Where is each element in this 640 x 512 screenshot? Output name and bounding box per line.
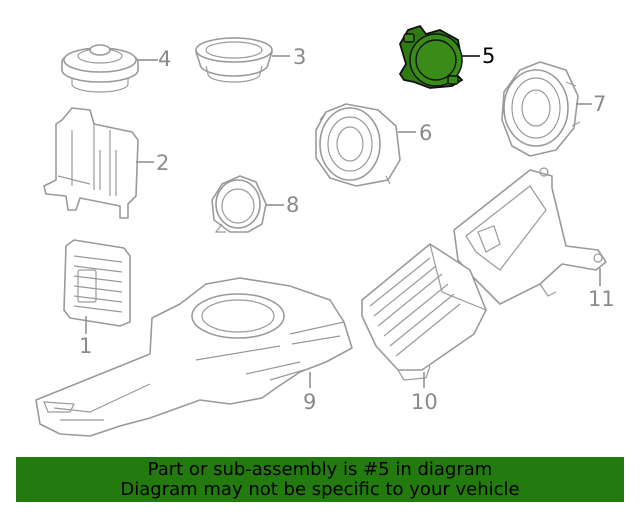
part-9-console-base[interactable] (35, 277, 353, 437)
part-1-amplifier[interactable] (63, 239, 131, 327)
callout-2[interactable]: 2 (156, 151, 169, 175)
part-8-tweeter[interactable] (211, 175, 267, 233)
callout-11[interactable]: 11 (588, 287, 615, 311)
part-3-speaker[interactable] (195, 37, 273, 83)
part-7-speaker[interactable] (501, 61, 581, 157)
part-10-amplifier[interactable] (361, 243, 487, 381)
part-6-speaker[interactable] (315, 103, 401, 187)
callout-8[interactable]: 8 (286, 193, 299, 217)
callout-5[interactable]: 5 (482, 44, 495, 68)
notice-line-1: Part or sub-assembly is #5 in diagram (147, 458, 493, 480)
part-11-bracket[interactable] (453, 167, 607, 305)
notice-line-2: Diagram may not be specific to your vehi… (120, 478, 520, 500)
callout-9[interactable]: 9 (303, 390, 316, 414)
callout-3[interactable]: 3 (293, 45, 306, 69)
callout-6[interactable]: 6 (419, 121, 432, 145)
callout-4[interactable]: 4 (158, 47, 171, 71)
notice-banner: Part or sub-assembly is #5 in diagram Di… (16, 457, 624, 502)
part-4-speaker[interactable] (61, 44, 139, 93)
part-2-module[interactable] (43, 107, 139, 219)
callout-7[interactable]: 7 (593, 92, 606, 116)
part-5-tweeter-highlighted[interactable] (398, 24, 464, 89)
callout-10[interactable]: 10 (411, 390, 438, 414)
callout-1[interactable]: 1 (79, 334, 92, 358)
leader-lines (85, 55, 601, 388)
